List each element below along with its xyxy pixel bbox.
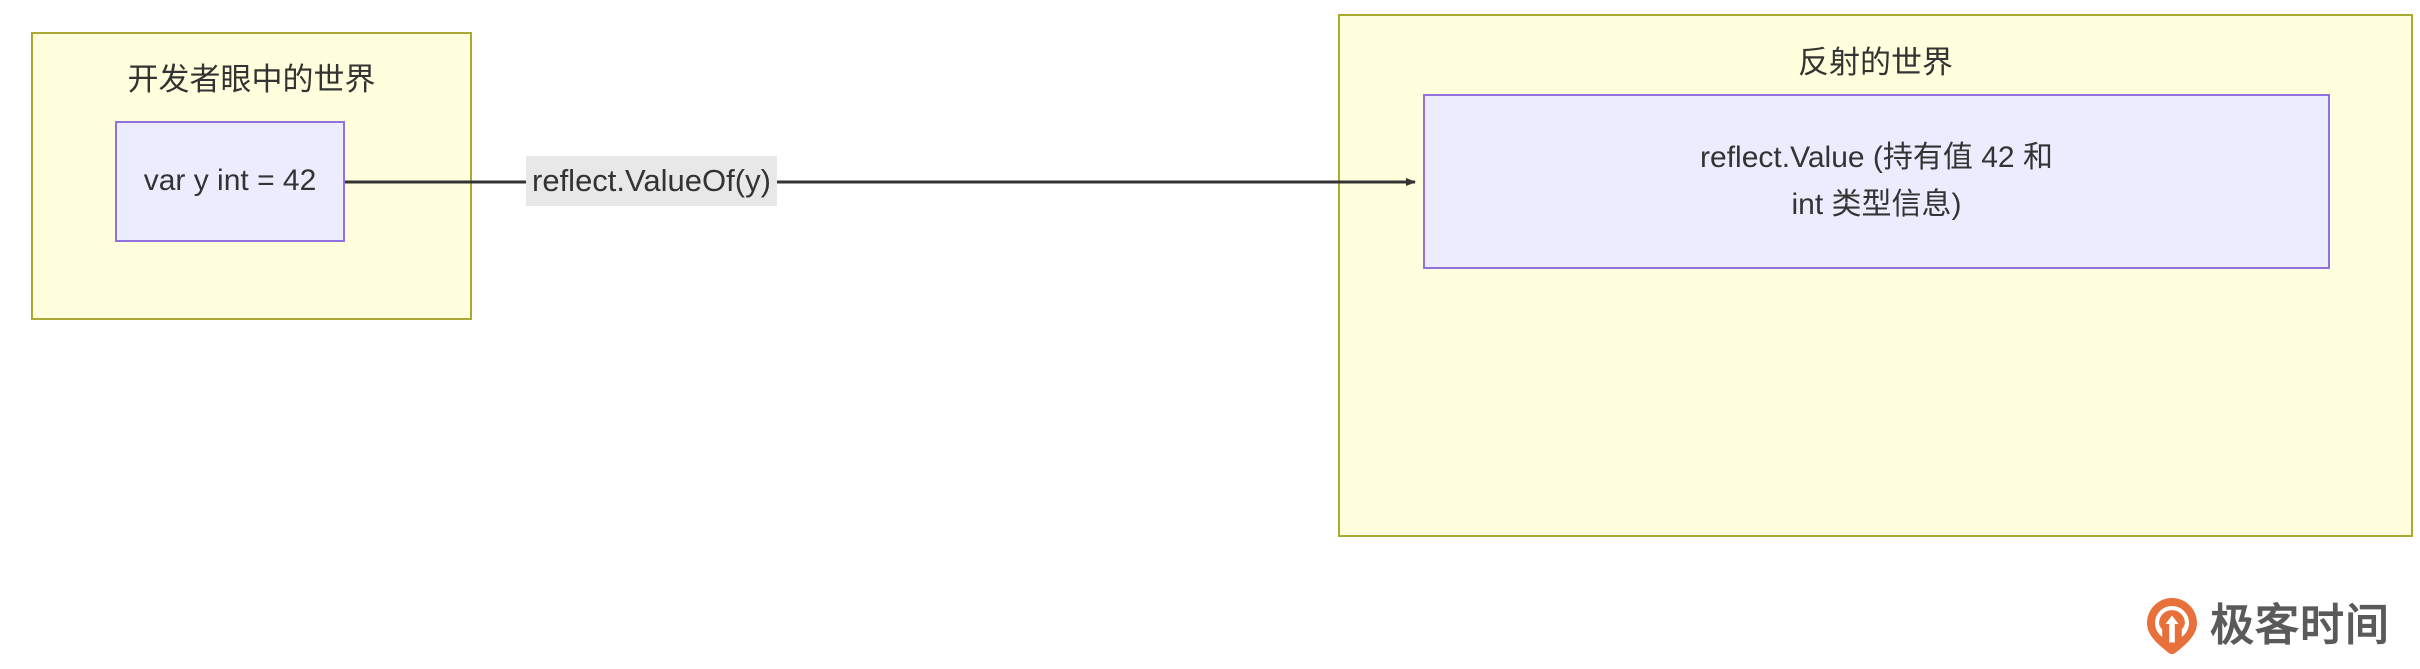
node-reflect-value[interactable]: reflect.Value (持有值 42 和 int 类型信息) [1423, 94, 2330, 269]
cluster-developer-world: 开发者眼中的世界 [31, 32, 472, 320]
node-var-y[interactable]: var y int = 42 [115, 121, 345, 242]
node-var-y-label: var y int = 42 [143, 164, 317, 198]
node-reflect-value-label-line2: int 类型信息) [1791, 187, 1962, 221]
cluster-developer-world-title: 开发者眼中的世界 [127, 62, 376, 97]
watermark-logo: 极客时间 [2146, 597, 2390, 655]
edge-valueof-line [345, 178, 1416, 186]
cluster-reflection-world-title: 反射的世界 [1798, 45, 1953, 80]
cluster-reflection-world: 反射的世界 [1338, 14, 2413, 537]
geektime-pin-icon [2147, 598, 2197, 655]
watermark-brand-text: 极客时间 [2210, 601, 2390, 650]
edge-valueof-label: reflect.ValueOf(y) [526, 156, 777, 206]
node-reflect-value-label-line1: reflect.Value (持有值 42 和 [1700, 141, 2053, 174]
node-reflect-value-label: reflect.Value (持有值 42 和 int 类型信息) [1686, 135, 2067, 228]
edge-valueof: reflect.ValueOf(y) [345, 156, 1425, 208]
